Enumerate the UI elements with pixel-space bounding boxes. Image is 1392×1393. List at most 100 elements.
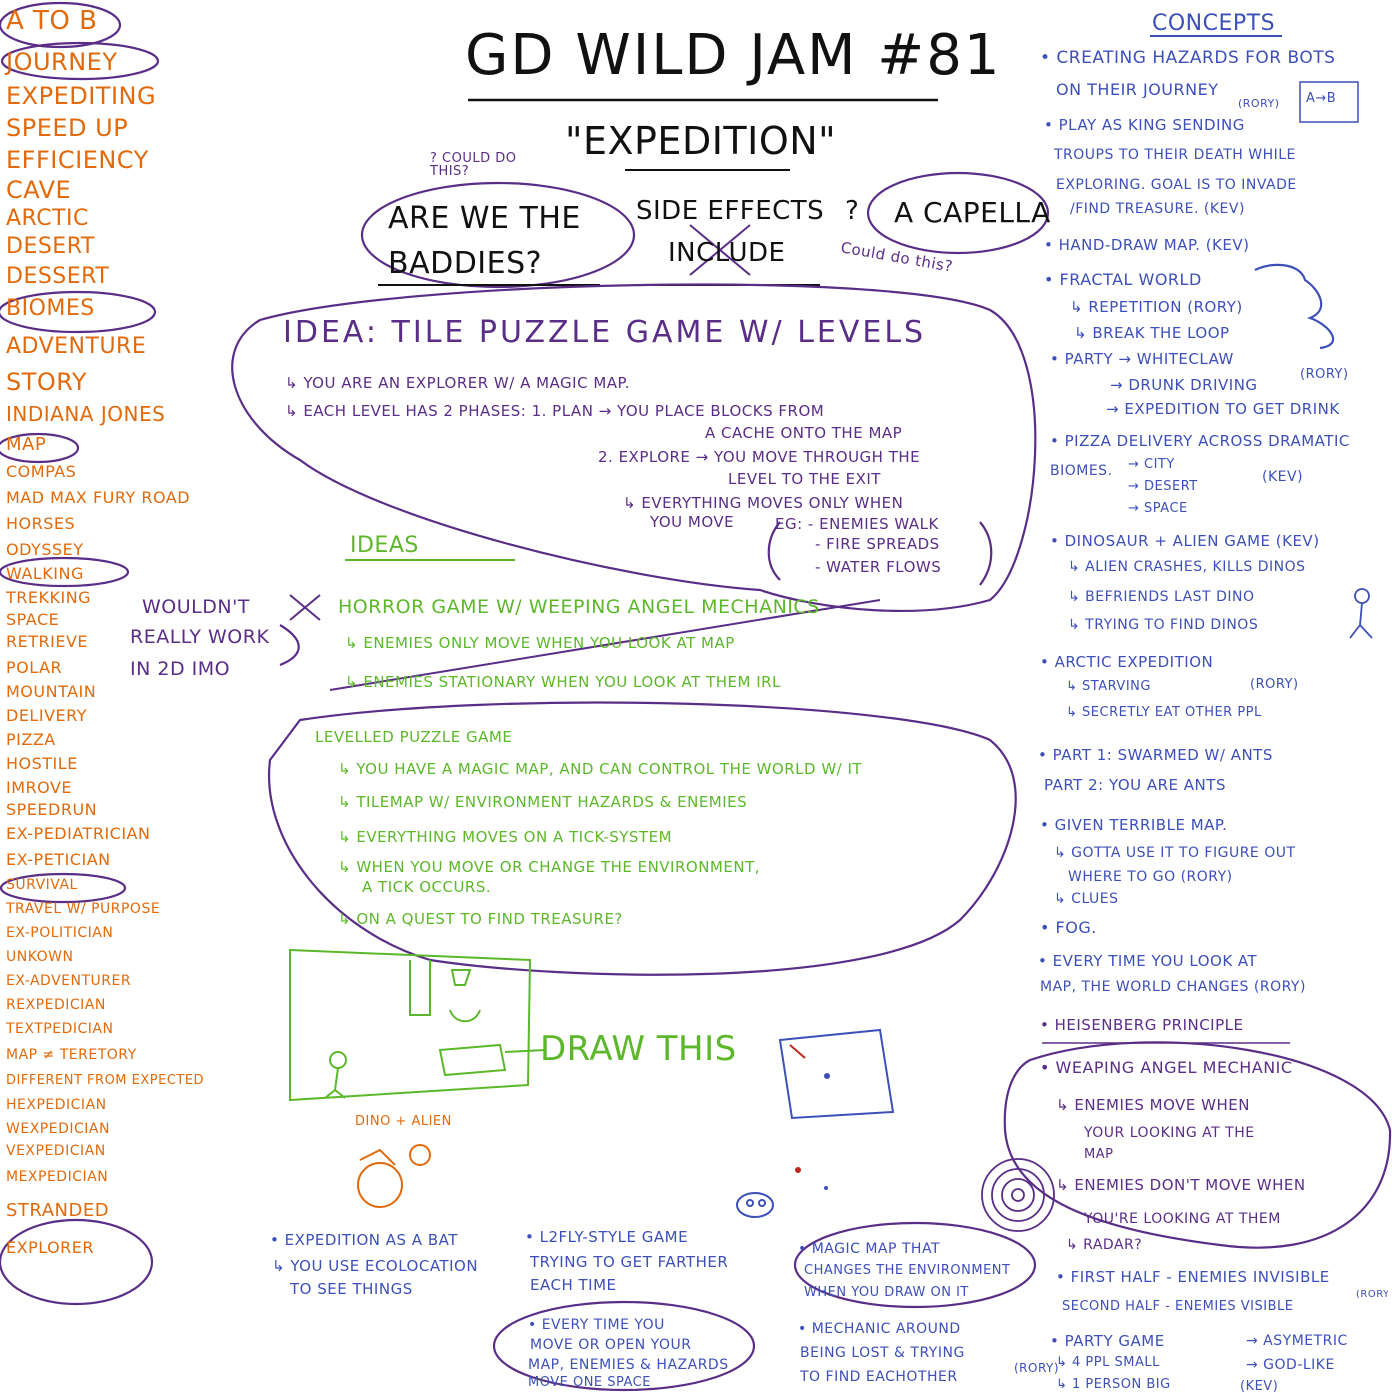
- keyword-item: EX-PETICIAN: [6, 850, 111, 869]
- keyword-item: UNKOWN: [6, 949, 74, 965]
- wildcard-include: INCLUDE: [668, 238, 786, 268]
- keyword-item: CAVE: [6, 176, 72, 204]
- keyword-item: HEXPEDICIAN: [6, 1097, 107, 1113]
- concept-item: TROUPS TO THEIR DEATH WHILE: [1054, 148, 1296, 162]
- levelled-line: ↳ TILEMAP W/ ENVIRONMENT HAZARDS & ENEMI…: [338, 793, 748, 811]
- keyword-item: TEXTPEDICIAN: [6, 1021, 114, 1037]
- levelled-line: ↳ YOU HAVE A MAGIC MAP, AND CAN CONTROL …: [338, 760, 863, 778]
- lost-idea: BEING LOST & TRYING: [800, 1345, 965, 1361]
- concept-item: ↳ SECRETLY EAT OTHER PPL: [1066, 706, 1262, 719]
- concept-item: (KEV): [1262, 470, 1304, 484]
- concept-item: ↳ RADAR?: [1066, 1238, 1143, 1252]
- keyword-item: SPEEDRUN: [6, 800, 98, 819]
- move-idea: MOVE OR OPEN YOUR: [530, 1337, 692, 1353]
- concept-item: • HEISENBERG PRINCIPLE: [1040, 1018, 1244, 1033]
- concept-item: ON THEIR JOURNEY: [1056, 82, 1219, 98]
- keyword-item: HOSTILE: [6, 754, 78, 773]
- keyword-item: WALKING: [6, 564, 84, 583]
- oval-capella: [866, 171, 1050, 255]
- keyword-item: ODYSSEY: [6, 540, 84, 559]
- lost-idea: (RORY): [1014, 1361, 1060, 1375]
- keyword-item: EXPEDITING: [6, 82, 157, 110]
- horror-note: REALLY WORK: [130, 626, 270, 648]
- keyword-item: BIOMES: [6, 296, 95, 321]
- keyword-item: MAP: [6, 434, 47, 455]
- concept-item: • HAND-DRAW MAP. (KEV): [1044, 238, 1250, 253]
- levelled-line: ↳ ON A QUEST TO FIND TREASURE?: [338, 910, 623, 928]
- keyword-item: DIFFERENT FROM EXPECTED: [6, 1073, 205, 1088]
- keyword-item: STRANDED: [6, 1200, 110, 1221]
- dino-alien-label: DINO + ALIEN: [355, 1114, 452, 1129]
- concept-item: BIOMES.: [1050, 464, 1113, 478]
- wildcard-qmark: ?: [845, 196, 860, 226]
- concept-item: (RORY): [1356, 1290, 1388, 1300]
- move-idea: MAP, ENEMIES & HAZARDS: [528, 1357, 729, 1373]
- keyword-item: EX-PEDIATRICIAN: [6, 824, 151, 843]
- concept-item: MAP: [1084, 1148, 1114, 1161]
- concept-item: ↳ STARVING: [1066, 680, 1151, 693]
- idea-line: LEVEL TO THE EXIT: [728, 470, 881, 488]
- concept-item: → EXPEDITION TO GET DRINK: [1106, 402, 1340, 417]
- concept-item: ↳ BREAK THE LOOP: [1074, 326, 1230, 341]
- keyword-item: STORY: [6, 368, 88, 396]
- concept-item: • PART 1: SWARMED W/ ANTS: [1038, 748, 1273, 763]
- concept-item: → DESERT: [1128, 480, 1198, 493]
- bat-idea: • EXPEDITION AS A BAT: [270, 1231, 458, 1249]
- concept-item: ↳ CLUES: [1054, 892, 1119, 906]
- keyword-item: SURVIVAL: [6, 877, 78, 893]
- keyword-item: EX-ADVENTURER: [6, 973, 132, 989]
- lost-idea: • MECHANIC AROUND: [798, 1321, 961, 1337]
- concept-item: SECOND HALF - ENEMIES VISIBLE: [1062, 1300, 1294, 1313]
- wildcard-capella: A CAPELLA: [894, 196, 1051, 229]
- keyword-item: ADVENTURE: [6, 334, 147, 359]
- idea-example: EG: - ENEMIES WALK: [775, 515, 939, 533]
- keyword-item: POLAR: [6, 658, 63, 677]
- concept-item: (RORY): [1300, 368, 1349, 381]
- dino-alien-sketch: [357, 1144, 431, 1208]
- magic-map-idea: • MAGIC MAP THAT: [798, 1241, 940, 1257]
- move-idea: • EVERY TIME YOU: [528, 1317, 665, 1333]
- concept-item: • PARTY → WHITECLAW: [1050, 352, 1234, 367]
- concept-item: → GOD-LIKE: [1246, 1358, 1335, 1372]
- oval-baddies: [360, 181, 636, 289]
- idea-line: ↳ EVERYTHING MOVES ONLY WHEN: [623, 494, 904, 512]
- keyword-item: MEXPEDICIAN: [6, 1169, 109, 1185]
- levelled-line: ↳ WHEN YOU MOVE OR CHANGE THE ENVIRONMEN…: [338, 858, 760, 876]
- concept-item: ↳ TRYING TO FIND DINOS: [1068, 618, 1259, 632]
- jam-theme: "EXPEDITION": [565, 119, 837, 163]
- wildcard-baddies: ARE WE THE BADDIES?: [388, 201, 581, 281]
- idea-example: - FIRE SPREADS: [815, 535, 940, 553]
- concept-item: • WEAPING ANGEL MECHANIC: [1040, 1060, 1293, 1076]
- horror-note: WOULDN'T: [142, 596, 250, 618]
- concept-item: ↳ 4 PPL SMALL: [1056, 1356, 1160, 1369]
- keyword-item: MAD MAX FURY ROAD: [6, 488, 191, 507]
- idea-line: 2. EXPLORE → YOU MOVE THROUGH THE: [598, 448, 921, 466]
- ideas-heading: IDEAS: [350, 533, 419, 558]
- jam-title: GD WILD JAM #81: [465, 23, 1002, 88]
- level-sketch: [289, 948, 546, 1102]
- levelled-line: A TICK OCCURS.: [362, 878, 492, 896]
- concept-item: EXPLORING. GOAL IS TO INVADE: [1056, 178, 1297, 192]
- concept-item: ↳ ENEMIES DON'T MOVE WHEN: [1056, 1178, 1306, 1193]
- concept-item: MAP, THE WORLD CHANGES (RORY): [1040, 980, 1306, 994]
- concept-item: (RORY): [1250, 678, 1299, 691]
- keyword-item: TRAVEL W/ PURPOSE: [6, 901, 161, 917]
- concept-item: ↳ ENEMIES MOVE WHEN: [1056, 1098, 1250, 1113]
- fly-idea: • L2FLY-STYLE GAME: [525, 1228, 689, 1246]
- levelled-heading: LEVELLED PUZZLE GAME: [315, 728, 513, 746]
- keyword-item: ARCTIC: [6, 206, 89, 231]
- keyword-item: MOUNTAIN: [6, 682, 97, 701]
- concept-item: • PIZZA DELIVERY ACROSS DRAMATIC: [1050, 434, 1350, 449]
- concept-item: ↳ REPETITION (RORY): [1070, 300, 1243, 315]
- keyword-item: IMROVE: [6, 778, 73, 797]
- horror-idea: HORROR GAME W/ WEEPING ANGEL MECHANICS: [338, 596, 820, 618]
- magic-map-idea: WHEN YOU DRAW ON IT: [804, 1285, 969, 1300]
- keyword-item: REXPEDICIAN: [6, 997, 106, 1013]
- magic-map-idea: CHANGES THE ENVIRONMENT: [804, 1263, 1011, 1278]
- concept-item: WHERE TO GO (RORY): [1068, 870, 1233, 884]
- keyword-item: A TO B: [6, 6, 98, 36]
- keyword-item: HORSES: [6, 514, 76, 533]
- keyword-item: PIZZA: [6, 730, 56, 749]
- keyword-item: EXPLORER: [6, 1238, 94, 1257]
- concept-item: • EVERY TIME YOU LOOK AT: [1038, 954, 1258, 969]
